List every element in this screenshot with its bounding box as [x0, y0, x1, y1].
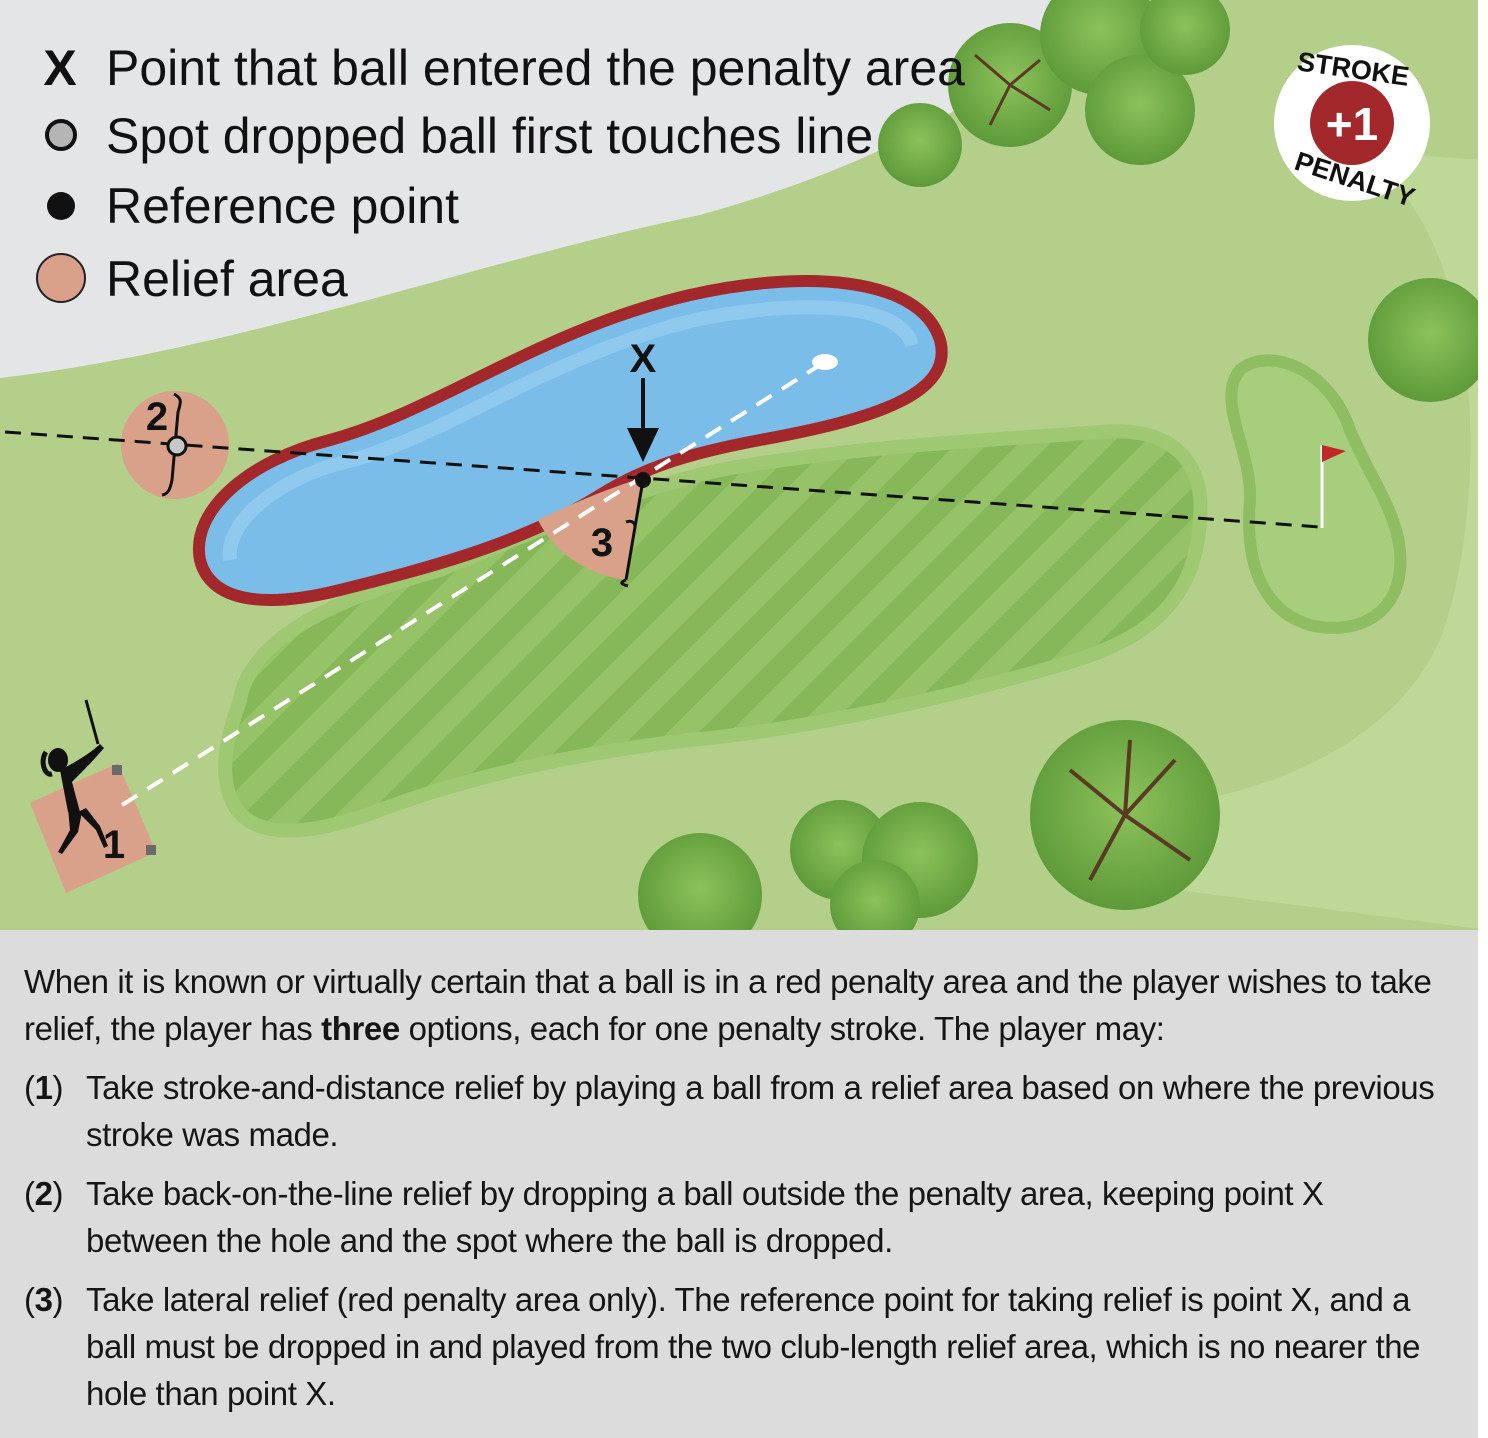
intro-text-bold: three [321, 1010, 400, 1047]
putting-green [1225, 354, 1407, 634]
back-on-the-line [4, 430, 1321, 529]
ball-in-water [812, 354, 838, 370]
light-rough [1100, 150, 1488, 930]
option-item-2: (2) Take back-on-the-line relief by drop… [24, 1170, 1448, 1264]
legend-relief-area-swatch [36, 253, 86, 303]
relief-area-option-1 [30, 763, 156, 893]
option-1-label: 1 [103, 823, 125, 867]
option-number: (3) [24, 1281, 64, 1318]
tree-right [1368, 278, 1488, 402]
legend-black-dot-icon [47, 192, 75, 220]
red-penalty-area [192, 275, 948, 606]
tee-marker [112, 765, 122, 775]
relief-area-option-3 [538, 478, 642, 580]
option-number: (2) [24, 1175, 64, 1212]
reference-point [635, 472, 651, 488]
legend-label-reference-point: Reference point [106, 178, 459, 234]
legend-grey-circle-icon [45, 119, 77, 151]
option-text: Take lateral relief (red penalty area on… [86, 1281, 1421, 1412]
shot-line [120, 363, 822, 807]
option-text: Take back-on-the-line relief by dropping… [86, 1175, 1324, 1259]
golfer-silhouette [40, 699, 108, 854]
tree-group-bottom [638, 720, 1220, 930]
intro-paragraph: When it is known or virtually certain th… [24, 958, 1448, 1052]
water-highlight [222, 300, 919, 561]
entry-arrow-head [627, 428, 659, 462]
drop-spot [166, 435, 188, 457]
option-3-label: 3 [591, 521, 613, 565]
legend-label-entry-point: Point that ball entered the penalty area [106, 40, 965, 96]
legend-label-relief-area: Relief area [106, 251, 348, 307]
entry-point-label: X [630, 337, 657, 381]
legend-x-symbol: X [43, 40, 76, 96]
legend: X Point that ball entered the penalty ar… [36, 40, 965, 307]
legend-label-drop-spot: Spot dropped ball first touches line [106, 108, 873, 164]
option-text: Take stroke-and-distance relief by playi… [86, 1069, 1435, 1153]
page-edge [1478, 0, 1488, 1438]
golf-hole-diagram: X 3 2 1 [0, 0, 1488, 930]
rules-text-panel: When it is known or virtually certain th… [0, 930, 1478, 1438]
red-flag [1322, 445, 1346, 462]
club-length-mark [625, 519, 637, 528]
option-2-label: 2 [146, 395, 168, 439]
tree-group-top [878, 0, 1230, 187]
club-length-line-3 [624, 479, 645, 581]
option-item-3: (3) Take lateral relief (red penalty are… [24, 1276, 1448, 1417]
club-length-mark [620, 578, 629, 588]
badge-plus-one: +1 [1326, 98, 1378, 150]
intro-text-end: options, each for one penalty stroke. Th… [399, 1010, 1165, 1047]
tee-marker [146, 845, 156, 855]
intro-text-start: When it is known or virtually certain th… [24, 963, 1432, 1047]
option-item-1: (1) Take stroke-and-distance relief by p… [24, 1064, 1448, 1158]
option-number: (1) [24, 1069, 64, 1106]
